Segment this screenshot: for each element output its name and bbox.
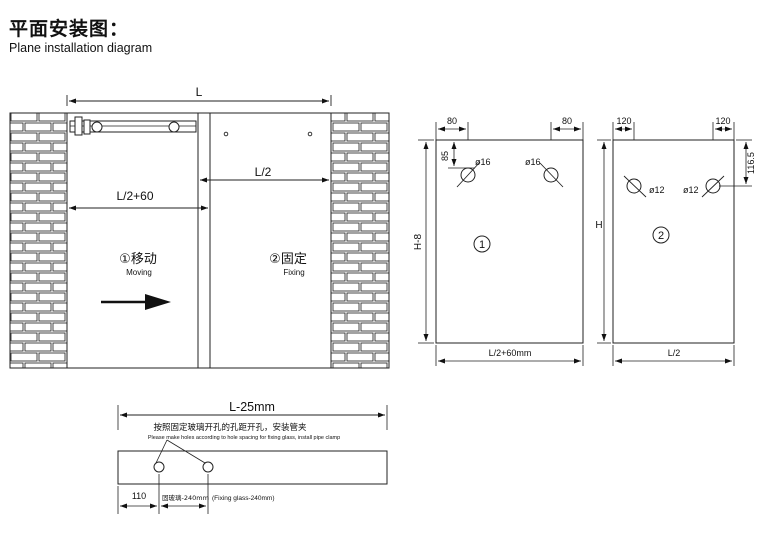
p1-marker-label: 1 — [479, 239, 485, 251]
moving-label-cn: ①移动 — [119, 252, 157, 267]
bottom-dim-spacing-cn: 固玻璃-240mm — [162, 493, 209, 502]
p2-hole-left-label: ø12 — [649, 185, 665, 195]
p2-hole-right — [705, 178, 721, 194]
fixing-glass-strip — [117, 450, 388, 485]
p1-hole-left — [460, 167, 476, 183]
sliding-track — [69, 116, 197, 136]
p2-dim-width: L/2 — [668, 348, 681, 358]
p2-hole-left — [626, 178, 642, 194]
panel1-detail: 80 80 85 ø16 ø16 1 H-8 L/2+60mm — [413, 116, 584, 366]
dim-total-label: L — [196, 85, 203, 99]
p1-hole-right-label: ø16 — [525, 157, 541, 167]
p1-hole-right — [543, 167, 559, 183]
fixing-label-cn: ②固定 — [269, 252, 307, 267]
p2-marker — [652, 226, 670, 244]
panel1-outline — [435, 139, 584, 344]
p2-dim-top: 116.5 — [746, 152, 756, 174]
p2-marker-label: 2 — [658, 230, 664, 242]
direction-arrow-icon — [101, 294, 171, 310]
title-english: Plane installation diagram — [9, 41, 153, 55]
bottom-note-en: Please make holes according to hole spac… — [148, 435, 340, 441]
strip-hole-left — [153, 461, 165, 473]
p1-marker — [473, 235, 491, 253]
dim-moving-label: L/2+60 — [116, 189, 153, 203]
moving-panel — [66, 112, 211, 369]
dim-fixed-width: L/2 — [200, 165, 329, 183]
bottom-dim-total: L-25mm — [229, 400, 275, 414]
dim-total-width: L — [66, 85, 332, 106]
strip-hole-right — [202, 461, 214, 473]
p1-hole-left-label: ø16 — [475, 157, 491, 167]
fixing-label-en: Fixing — [283, 268, 304, 277]
panel2-detail: 120 120 116.5 ø12 ø12 2 H L/2 — [595, 116, 756, 366]
moving-label-en: Moving — [126, 268, 152, 277]
right-brick-wall — [330, 112, 390, 369]
p1-dim-left: 80 — [447, 116, 457, 126]
main-view: L L/2 L/2+60 ①移动 Moving ②固定 Fixing — [9, 85, 390, 369]
dim-half-label: L/2 — [255, 165, 272, 179]
bottom-note-cn: 按照固定玻璃开孔的孔距开孔，安装管夹 — [153, 422, 307, 433]
panel2-outline — [612, 139, 735, 344]
fixed-panel — [197, 112, 332, 369]
dim-moving-width: L/2+60 — [69, 189, 208, 211]
p2-dim-left: 120 — [616, 116, 631, 126]
p1-dim-right: 80 — [562, 116, 572, 126]
p1-dim-top: 85 — [440, 151, 450, 161]
bottom-dim-spacing-en: (Fixing glass-240mm) — [212, 495, 275, 502]
fixed-panel-holes — [223, 131, 313, 137]
title-chinese: 平面安装图： — [9, 18, 130, 40]
bottom-detail: L-25mm 按照固定玻璃开孔的孔距开孔，安装管夹 Please make ho… — [117, 400, 388, 514]
p2-dim-height: H — [595, 220, 602, 231]
p2-hole-right-label: ø12 — [683, 185, 699, 195]
p1-dim-height: H-8 — [413, 234, 424, 251]
p1-dim-width: L/2+60mm — [489, 348, 532, 358]
left-brick-wall — [9, 112, 68, 369]
bottom-dim-offset: 110 — [132, 491, 146, 501]
p2-dim-right: 120 — [715, 116, 730, 126]
